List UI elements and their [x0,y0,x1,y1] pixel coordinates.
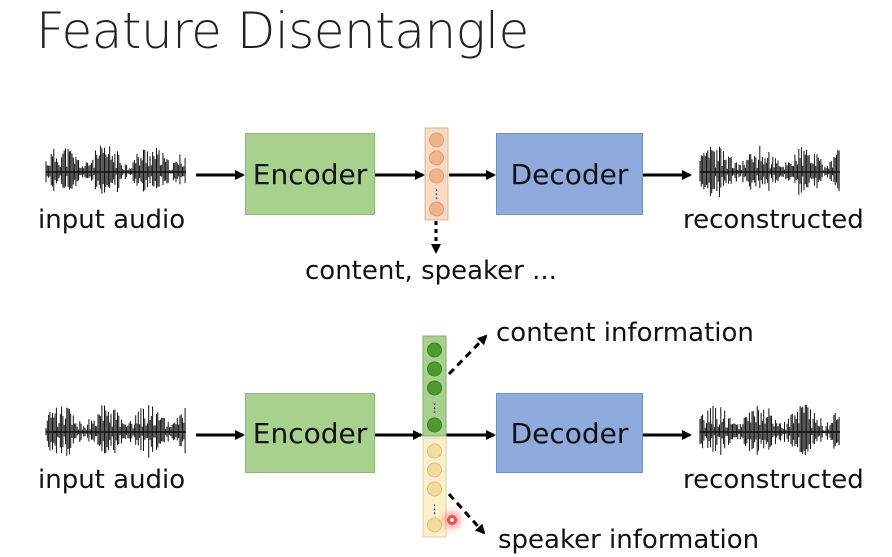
input-waveform-icon [45,405,186,458]
decoder-label: Decoder [510,416,629,450]
speaker-latent-vector: ⋮ [422,437,447,538]
latent-vector: ⋮ [424,127,449,221]
svg-text:⋮: ⋮ [429,502,441,516]
decoder-label: Decoder [510,157,629,191]
encoder-label: Encoder [252,416,368,450]
arrow-to-content-info [447,334,488,376]
arrow-to-speaker-info [447,492,486,535]
latent-caption: content, speaker ... [305,256,557,286]
input-waveform-icon [45,145,186,194]
decoder-box: Decoder [496,393,643,473]
speaker-information-label: speaker information [498,525,760,555]
encoder-box: Encoder [245,133,375,215]
encoder-label: Encoder [252,157,368,191]
svg-text:⋮: ⋮ [429,401,441,415]
reconstructed-label: reconstructed [683,465,864,495]
decoder-box: Decoder [496,133,643,215]
output-waveform-icon [699,404,840,456]
encoder-box: Encoder [245,393,375,473]
input-audio-label: input audio [38,205,186,235]
output-waveform-icon [699,145,840,197]
page-title: Feature Disentangle [36,2,529,60]
input-audio-label: input audio [38,465,186,495]
svg-text:⋮: ⋮ [431,187,443,201]
content-latent-vector: ⋮ [422,335,447,437]
reconstructed-label: reconstructed [683,205,864,235]
pointer-cursor-icon [447,515,457,525]
content-information-label: content information [496,318,754,348]
